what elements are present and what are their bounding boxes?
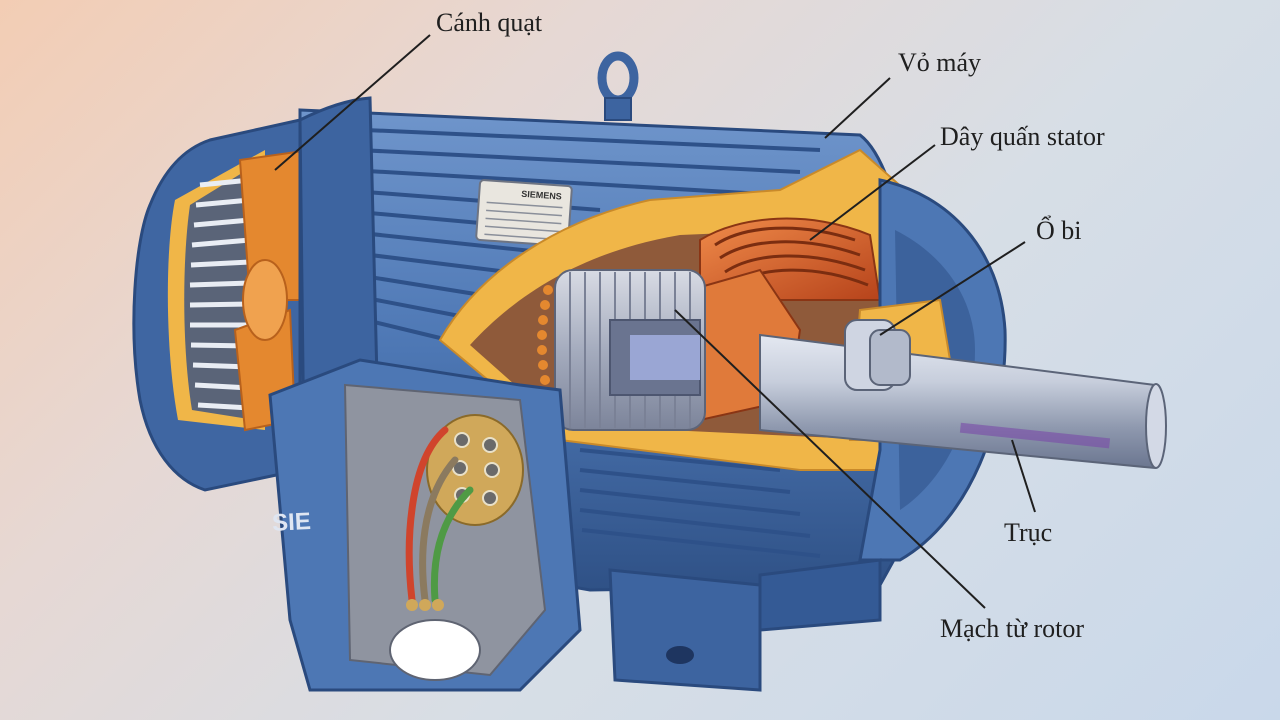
- terminal-box-brand: SIE: [271, 508, 311, 537]
- leader-line-housing: [824, 77, 891, 139]
- leader-line-shaft: [1011, 439, 1036, 513]
- bearing: [844, 319, 911, 391]
- label-bearing: Ổ bi: [1036, 216, 1082, 245]
- cooling-fins: [313, 126, 821, 558]
- leader-lines: [274, 34, 1036, 609]
- terminal-wires: [405, 426, 474, 604]
- label-rotor-core: Mạch từ rotor: [940, 614, 1085, 643]
- label-fan: Cánh quạt: [436, 8, 543, 37]
- lifting-eye: [597, 51, 639, 121]
- nameplate-brand: SIEMENS: [521, 189, 562, 202]
- leader-line-fan: [274, 34, 431, 171]
- label-shaft: Trục: [1004, 518, 1053, 547]
- fan-grille: [189, 177, 251, 411]
- label-stator-winding: Dây quấn stator: [940, 122, 1105, 151]
- rotor-core: [537, 269, 706, 431]
- leader-line-bearing: [879, 241, 1026, 336]
- leader-line-rotor: [674, 309, 986, 609]
- leader-line-stator: [809, 144, 936, 241]
- terminal-box: SIE: [268, 358, 582, 692]
- label-housing: Vỏ máy: [898, 48, 982, 77]
- mounting-feet: [608, 558, 882, 692]
